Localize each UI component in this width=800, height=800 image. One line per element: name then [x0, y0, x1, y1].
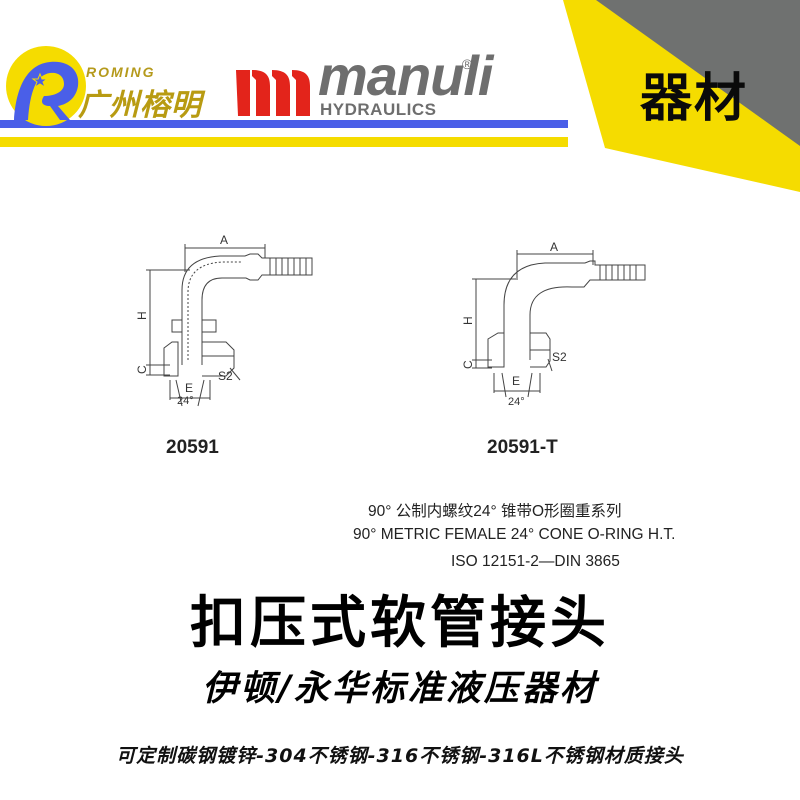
fitting-drawing-20591: A H C E S2 24° — [135, 233, 313, 407]
dim-angle-label: 24° — [177, 395, 194, 407]
dim-c-label: C — [135, 365, 149, 374]
dim-s2-label: S2 — [552, 350, 567, 364]
header-corner-graphic — [563, 0, 800, 192]
header-blue-stripe — [0, 120, 568, 128]
registered-mark: ® — [462, 56, 473, 72]
dim-h-label: H — [135, 311, 149, 320]
spec-line-chinese: 90° 公制内螺纹24° 锥带O形圈重系列 — [368, 503, 622, 520]
material-options-text: 可定制碳钢镀锌-304不锈钢-316不锈钢-316L不锈钢材质接头 — [116, 745, 684, 767]
fitting-drawing-20591-t: A H C E S2 24° — [461, 240, 646, 408]
dim-c-label: C — [461, 360, 475, 369]
corner-category-label: 器材 — [640, 69, 749, 129]
dim-a-label: A — [550, 240, 558, 254]
dim-a-label: A — [220, 233, 228, 247]
main-title: 扣压式软管接头 — [190, 591, 610, 656]
spec-line-standard: ISO 12151-2—DIN 3865 — [451, 553, 620, 570]
dim-s2-label: S2 — [218, 369, 233, 383]
part-code-20591-t: 20591-T — [487, 437, 558, 458]
header-yellow-stripe — [0, 137, 568, 147]
roming-chinese-name: 广州榕明 — [78, 88, 202, 123]
roming-logo-icon — [6, 46, 86, 126]
spec-line-english: 90° METRIC FEMALE 24° CONE O-RING H.T. — [353, 526, 676, 543]
dim-e-label: E — [512, 374, 520, 388]
manuli-logo-icon — [236, 70, 310, 116]
part-code-20591: 20591 — [166, 437, 219, 458]
roming-latin-name: ROMING — [86, 64, 156, 80]
sub-title: 伊顿/永华标准液压器材 — [202, 669, 598, 709]
dim-angle-label: 24° — [508, 396, 525, 408]
manuli-wordmark: manuli — [318, 44, 493, 107]
dim-h-label: H — [461, 316, 475, 325]
manuli-subtitle: HYDRAULICS — [320, 100, 437, 119]
dim-e-label: E — [185, 381, 193, 395]
